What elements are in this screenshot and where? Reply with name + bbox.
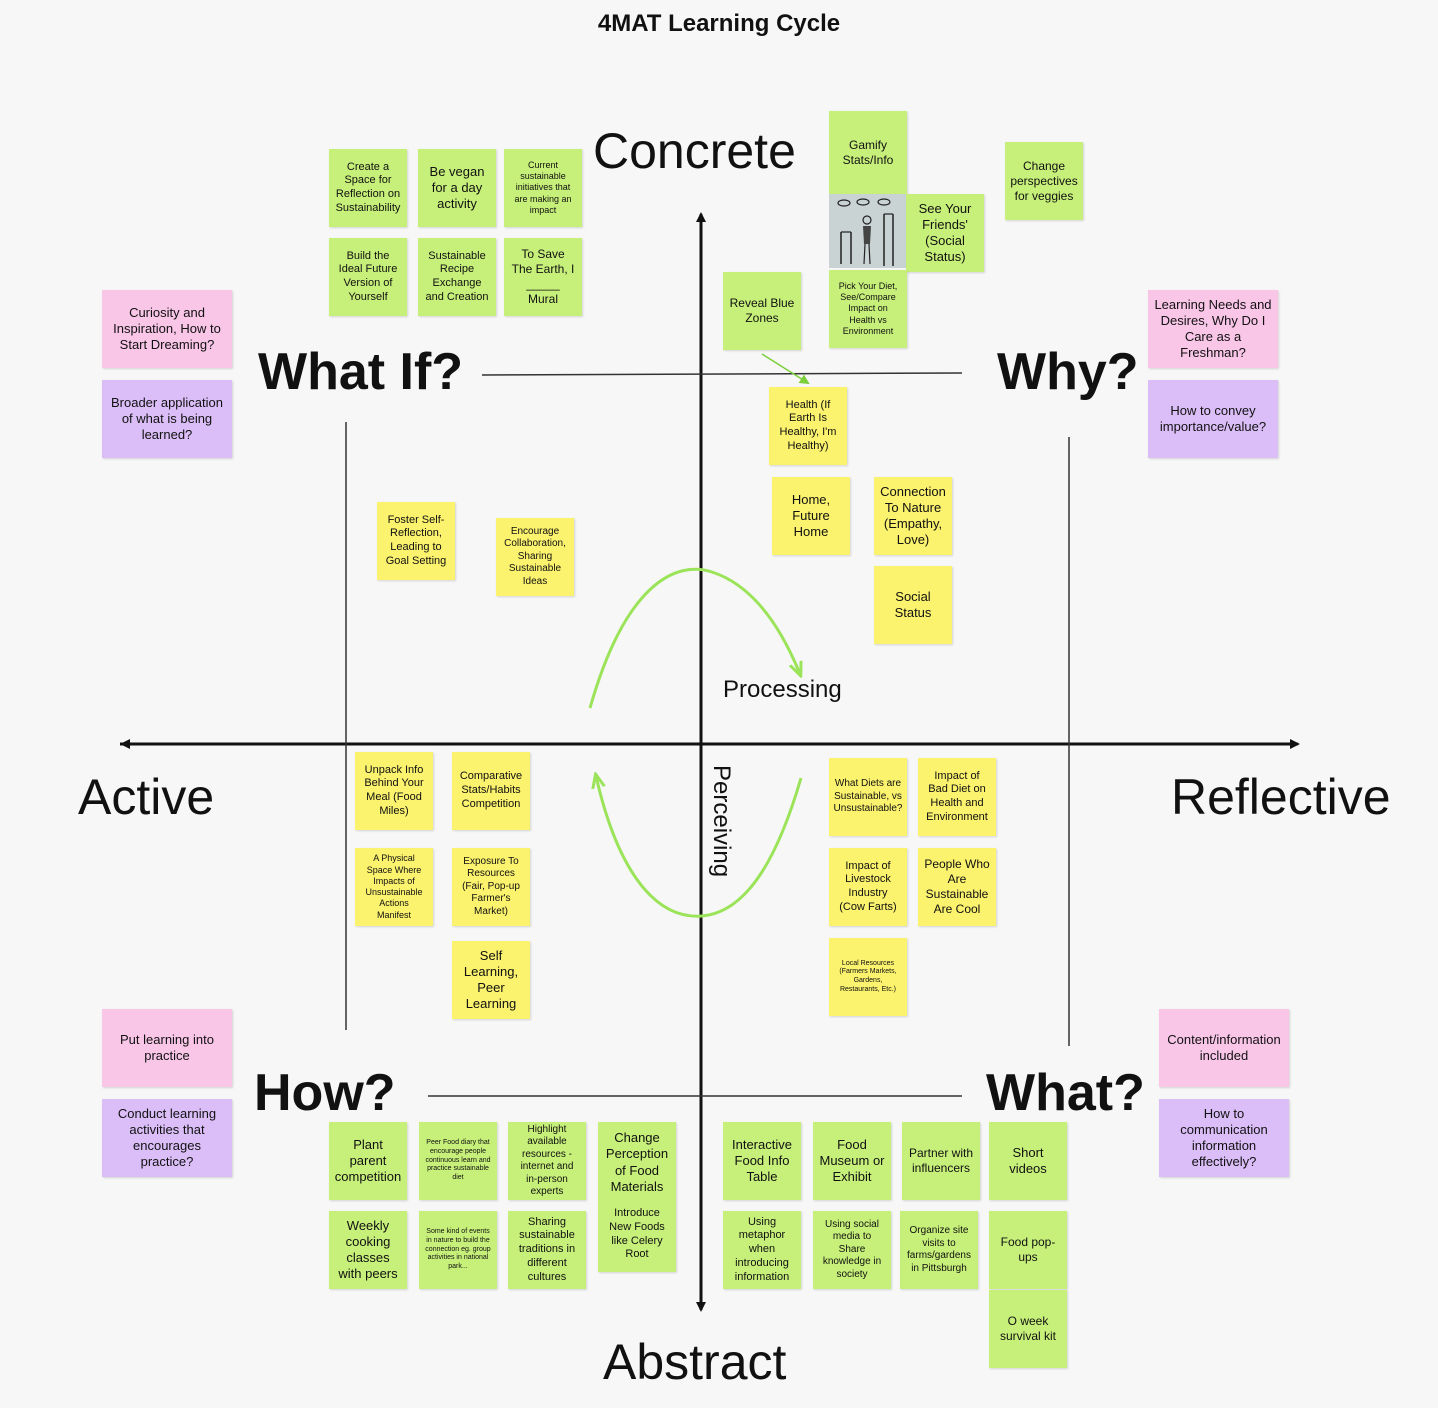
sticky-note[interactable]: Social Status <box>874 566 952 644</box>
sticky-note[interactable]: Some kind of events in nature to build t… <box>419 1211 497 1289</box>
frame-line-top <box>481 372 963 376</box>
sticky-note-text: Introduce New Foods like Celery Root <box>609 1207 665 1261</box>
sticky-note[interactable]: Sharing sustainable traditions in differ… <box>508 1211 586 1289</box>
sticky-note[interactable]: Weekly cooking classes with peers <box>329 1211 407 1289</box>
axis-label-perceiving: Perceiving <box>708 765 735 878</box>
sticky-note[interactable]: Learning Needs and Desires, Why Do I Car… <box>1148 290 1278 368</box>
sticky-note-stack[interactable]: Change Perception of Food Materials Intr… <box>598 1122 676 1272</box>
connector-arrow <box>761 353 810 385</box>
cycle-curve-bottom <box>596 776 803 918</box>
sticky-note[interactable]: Change perspectives for veggies <box>1005 142 1083 220</box>
sticky-note[interactable]: What Diets are Sustainable, vs Unsustain… <box>829 758 907 836</box>
sticky-note[interactable]: Foster Self-Reflection, Leading to Goal … <box>377 502 455 580</box>
sticky-note[interactable]: Food Museum or Exhibit <box>813 1122 891 1200</box>
sticky-note[interactable]: Put learning into practice <box>102 1009 232 1087</box>
quadrant-label-what-if: What If? <box>258 343 464 401</box>
sticky-note[interactable]: Interactive Food Info Table <box>723 1122 801 1200</box>
sticky-note[interactable]: Highlight available resources - internet… <box>508 1122 586 1200</box>
sticky-note[interactable]: Organize site visits to farms/gardens in… <box>900 1211 978 1289</box>
sticky-note[interactable]: People Who Are Sustainable Are Cool <box>918 848 996 926</box>
sticky-note[interactable]: Self Learning, Peer Learning <box>452 941 530 1019</box>
sticky-note[interactable]: Gamify Stats/Info <box>829 111 907 195</box>
quadrant-label-how: How? <box>254 1064 396 1122</box>
sticky-note[interactable]: Unpack Info Behind Your Meal (Food Miles… <box>355 752 433 830</box>
sticky-note-text: Change Perception of Food Materials <box>605 1130 669 1194</box>
axis-label-abstract: Abstract <box>603 1334 787 1390</box>
sticky-note[interactable]: Using social media to Share knowledge in… <box>813 1211 891 1289</box>
sticky-note[interactable]: How to communication information effecti… <box>1159 1099 1289 1177</box>
sticky-note[interactable]: See Your Friends' (Social Status) <box>906 194 984 272</box>
sticky-note[interactable]: Health (If Earth Is Healthy, I'm Healthy… <box>769 387 847 465</box>
sticky-note[interactable]: How to convey importance/value? <box>1148 380 1278 458</box>
sticky-note[interactable]: Home, Future Home <box>772 477 850 555</box>
sticky-note[interactable]: Pick Your Diet, See/Compare Impact on He… <box>829 270 907 348</box>
sticky-note[interactable]: Peer Food diary that encourage people co… <box>419 1122 497 1200</box>
page-title: 4MAT Learning Cycle <box>597 10 841 37</box>
sticky-note[interactable]: Comparative Stats/Habits Competition <box>452 752 530 830</box>
sticky-note[interactable]: Plant parent competition <box>329 1122 407 1200</box>
sticky-note[interactable]: To Save The Earth, I _____ Mural <box>504 238 582 316</box>
sticky-note[interactable]: Using metaphor when introducing informat… <box>723 1211 801 1289</box>
sticky-note[interactable]: Curiosity and Inspiration, How to Start … <box>102 290 232 368</box>
sticky-note[interactable]: Build the Ideal Future Version of Yourse… <box>329 238 407 316</box>
sticky-note[interactable]: Connection To Nature (Empathy, Love) <box>874 477 952 555</box>
sticky-note[interactable]: Sustainable Recipe Exchange and Creation <box>418 238 496 316</box>
quadrant-label-what: What? <box>986 1064 1145 1122</box>
axis-label-processing: Processing <box>723 676 842 703</box>
sticky-note[interactable]: Impact of Bad Diet on Health and Environ… <box>918 758 996 836</box>
sticky-note[interactable]: Broader application of what is being lea… <box>102 380 232 458</box>
axis-label-reflective: Reflective <box>1171 769 1391 825</box>
sticky-note[interactable]: Short videos <box>989 1122 1067 1200</box>
quadrant-label-why: Why? <box>997 343 1139 401</box>
sticky-note[interactable]: Local Resources (Farmers Markets, Garden… <box>829 938 907 1016</box>
cycle-curve-top <box>588 567 800 709</box>
sticky-note[interactable]: Encourage Collaboration, Sharing Sustain… <box>496 518 574 596</box>
axis-label-concrete: Concrete <box>593 123 796 179</box>
sticky-note[interactable]: A Physical Space Where Impacts of Unsust… <box>355 848 433 926</box>
sticky-note[interactable]: Be vegan for a day activity <box>418 149 496 227</box>
sticky-note[interactable]: Impact of Livestock Industry (Cow Farts) <box>829 848 907 926</box>
sketch-drawing-icon <box>837 198 894 266</box>
sticky-note[interactable]: Create a Space for Reflection on Sustain… <box>329 149 407 227</box>
sticky-note[interactable]: Reveal Blue Zones <box>723 272 801 350</box>
sticky-note[interactable]: Partner with influencers <box>902 1122 980 1200</box>
sticky-note[interactable]: Conduct learning activities that encoura… <box>102 1099 232 1177</box>
sticky-note[interactable]: Content/information included <box>1159 1009 1289 1087</box>
sticky-note[interactable]: O week survival kit <box>989 1290 1067 1368</box>
sticky-note[interactable]: Food pop-ups <box>989 1211 1067 1289</box>
axis-label-active: Active <box>78 769 215 825</box>
sketch-image <box>829 194 906 268</box>
sticky-note[interactable]: Current sustainable initiatives that are… <box>504 149 582 227</box>
sticky-note[interactable]: Exposure To Resources (Fair, Pop-up Farm… <box>452 848 530 926</box>
